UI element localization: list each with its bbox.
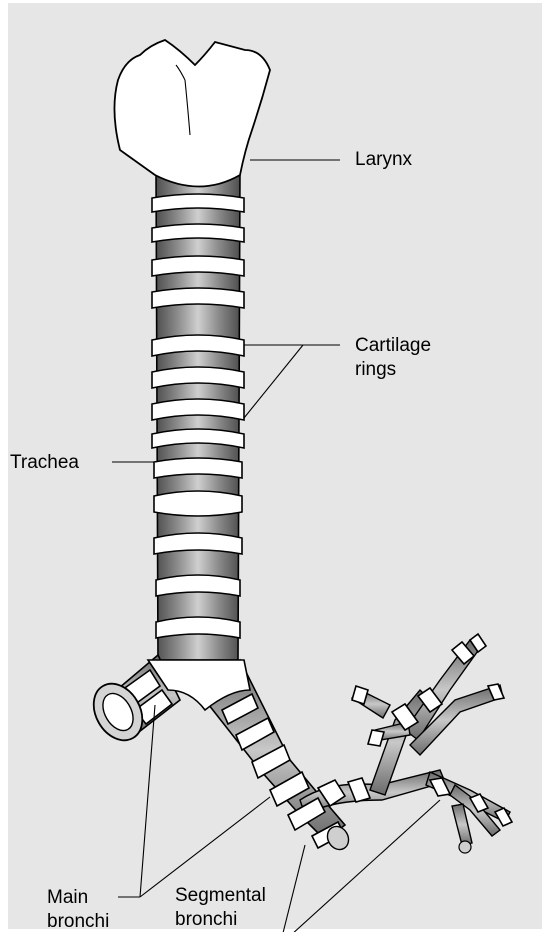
label-trachea: Trachea [10,451,79,475]
label-cartilage-rings: Cartilage rings [355,334,431,382]
label-main-bronchi: Main bronchi [47,886,109,934]
label-segmental-bronchi: Segmental bronchi [175,884,266,932]
larynx-shape [114,40,270,187]
label-larynx: Larynx [355,148,412,172]
